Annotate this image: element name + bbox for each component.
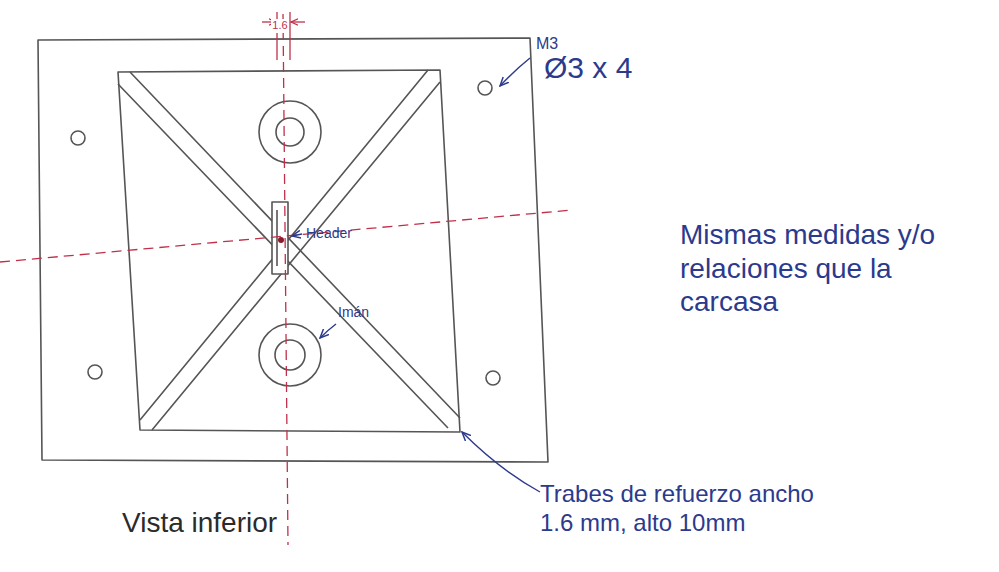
mounting-hole <box>71 131 85 145</box>
view-title: Vista inferior <box>122 506 277 540</box>
dimension-extension <box>289 12 290 60</box>
magnet-seat <box>259 101 321 163</box>
magnet-seat <box>259 324 321 386</box>
center-line <box>0 210 572 262</box>
leader-line <box>320 324 336 338</box>
mounting-hole <box>486 371 500 385</box>
dimension-value: 1.6 <box>271 19 288 32</box>
leader-line <box>462 432 540 492</box>
mounting-hole <box>478 81 492 95</box>
header-pin-row <box>276 210 278 266</box>
magnet <box>275 340 305 370</box>
part-label: Header <box>306 225 352 242</box>
note: Trabes de refuerzo ancho 1.6 mm, alto 10… <box>540 480 840 538</box>
thread-size: M3 <box>536 34 558 53</box>
reinforcing-beam <box>140 70 440 430</box>
leader-line <box>292 234 302 236</box>
mounting-hole <box>88 365 102 379</box>
reinforcing-beam <box>118 72 460 428</box>
dimension-arrow <box>291 21 305 22</box>
note: Mismas medidas y/o relaciones que la car… <box>680 218 985 319</box>
hole-spec: Ø3 x 4 <box>544 50 632 86</box>
center-point <box>278 237 284 243</box>
leader-line <box>500 58 530 86</box>
center-line <box>283 14 288 545</box>
part-label: Imán <box>338 304 369 321</box>
magnet <box>276 118 304 146</box>
outer-plate <box>38 38 548 462</box>
inner-pocket <box>118 70 460 432</box>
